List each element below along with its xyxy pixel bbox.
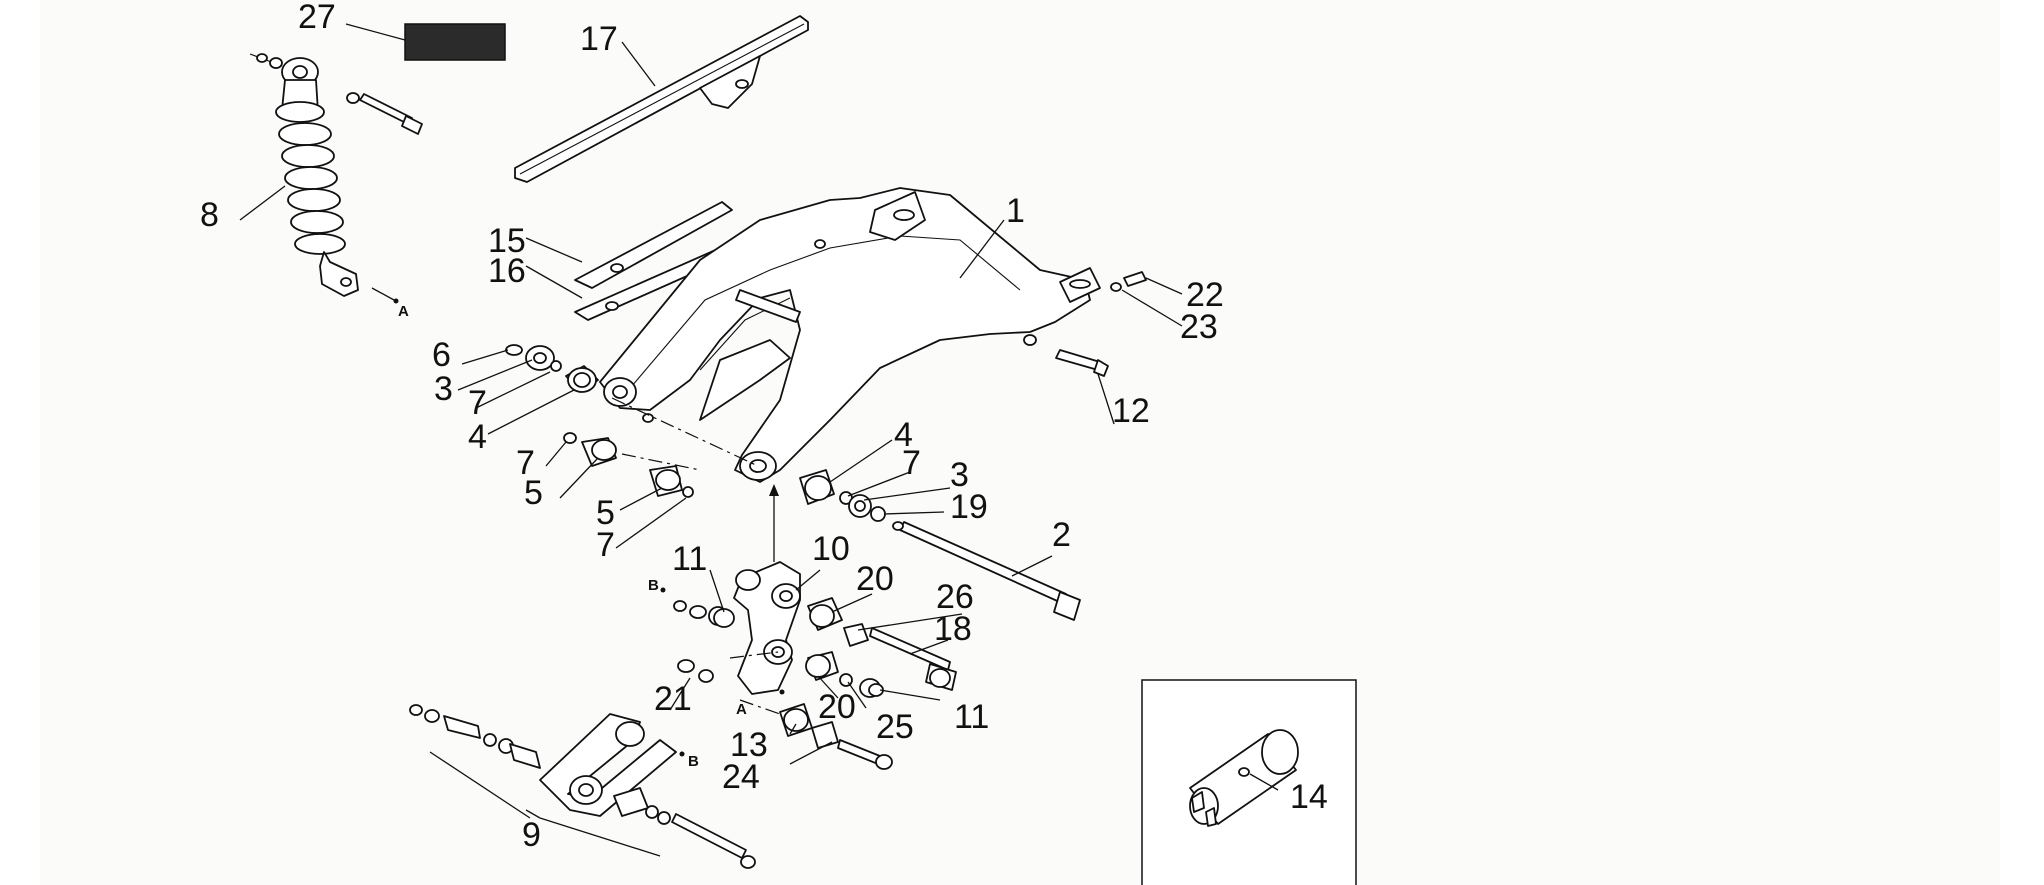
callout-24: 24 (722, 758, 760, 796)
callout-7-left-middle: 7 (516, 444, 535, 482)
part-22-23-screw-washer (1110, 271, 1147, 292)
callout-14: 14 (1290, 778, 1328, 816)
callout-20-lower: 20 (818, 688, 856, 726)
part-6-3-7-4-5-bearing-stack-left (505, 344, 694, 498)
callout-25: 25 (876, 708, 914, 746)
callout-3-left: 3 (434, 370, 453, 408)
callout-27: 27 (298, 0, 336, 36)
part-2-pivot-axle (892, 521, 1081, 621)
callout-26: 26 (936, 578, 974, 616)
part-12-bolt (1055, 349, 1109, 377)
callout-labels: 27 17 1 8 15 16 22 23 6 3 7 12 4 4 7 7 3… (200, 0, 1328, 854)
callout-22: 22 (1186, 276, 1224, 314)
callout-4-right: 4 (894, 416, 913, 454)
callout-7-left-upper: 7 (468, 384, 487, 422)
callout-16: 16 (488, 252, 526, 290)
part-15-chain-slider (574, 201, 733, 289)
marker-b-link: B (648, 577, 659, 594)
callout-2: 2 (1052, 516, 1071, 554)
callout-13: 13 (730, 726, 768, 764)
callout-18: 18 (934, 610, 972, 648)
marker-a-shock: A (398, 303, 409, 320)
callout-19: 19 (950, 488, 988, 526)
callout-11-lower: 11 (954, 698, 989, 736)
callout-9: 9 (522, 816, 541, 854)
part-17-chain-guard (514, 15, 809, 183)
callout-7-middle: 7 (596, 526, 615, 564)
callout-17: 17 (580, 20, 618, 58)
callout-15: 15 (488, 222, 526, 260)
callout-8: 8 (200, 196, 219, 234)
callout-6: 6 (432, 336, 451, 374)
callout-4-left: 4 (468, 418, 487, 456)
part-9-rocker-lever (409, 704, 756, 869)
connection-markers: A A B B (398, 303, 747, 770)
part-8-shock-absorber (249, 53, 423, 297)
part-27-label-sticker (404, 23, 506, 61)
part-14-pin-wrench-tool (1141, 679, 1357, 885)
callout-23: 23 (1180, 308, 1218, 346)
part-1-swingarm (599, 187, 1101, 483)
callout-20-upper: 20 (856, 560, 894, 598)
callout-5-left: 5 (524, 474, 543, 512)
paper-background (40, 0, 2000, 885)
callout-7-right: 7 (902, 444, 921, 482)
callout-11-upper: 11 (672, 540, 707, 578)
part-10-suspension-link (733, 561, 801, 695)
callout-10: 10 (812, 530, 850, 568)
marker-a-link: A (736, 701, 747, 718)
callout-5-middle: 5 (596, 494, 615, 532)
marker-b-lever: B (688, 753, 699, 770)
callout-1: 1 (1006, 192, 1025, 230)
callout-3-right: 3 (950, 456, 969, 494)
leader-lines (239, 23, 1279, 857)
part-4-7-3-19-bearing-stack-right (799, 469, 886, 522)
callout-12: 12 (1112, 392, 1150, 430)
callout-21: 21 (654, 680, 692, 718)
part-11-20-26-18-25-link-hardware (673, 597, 957, 770)
